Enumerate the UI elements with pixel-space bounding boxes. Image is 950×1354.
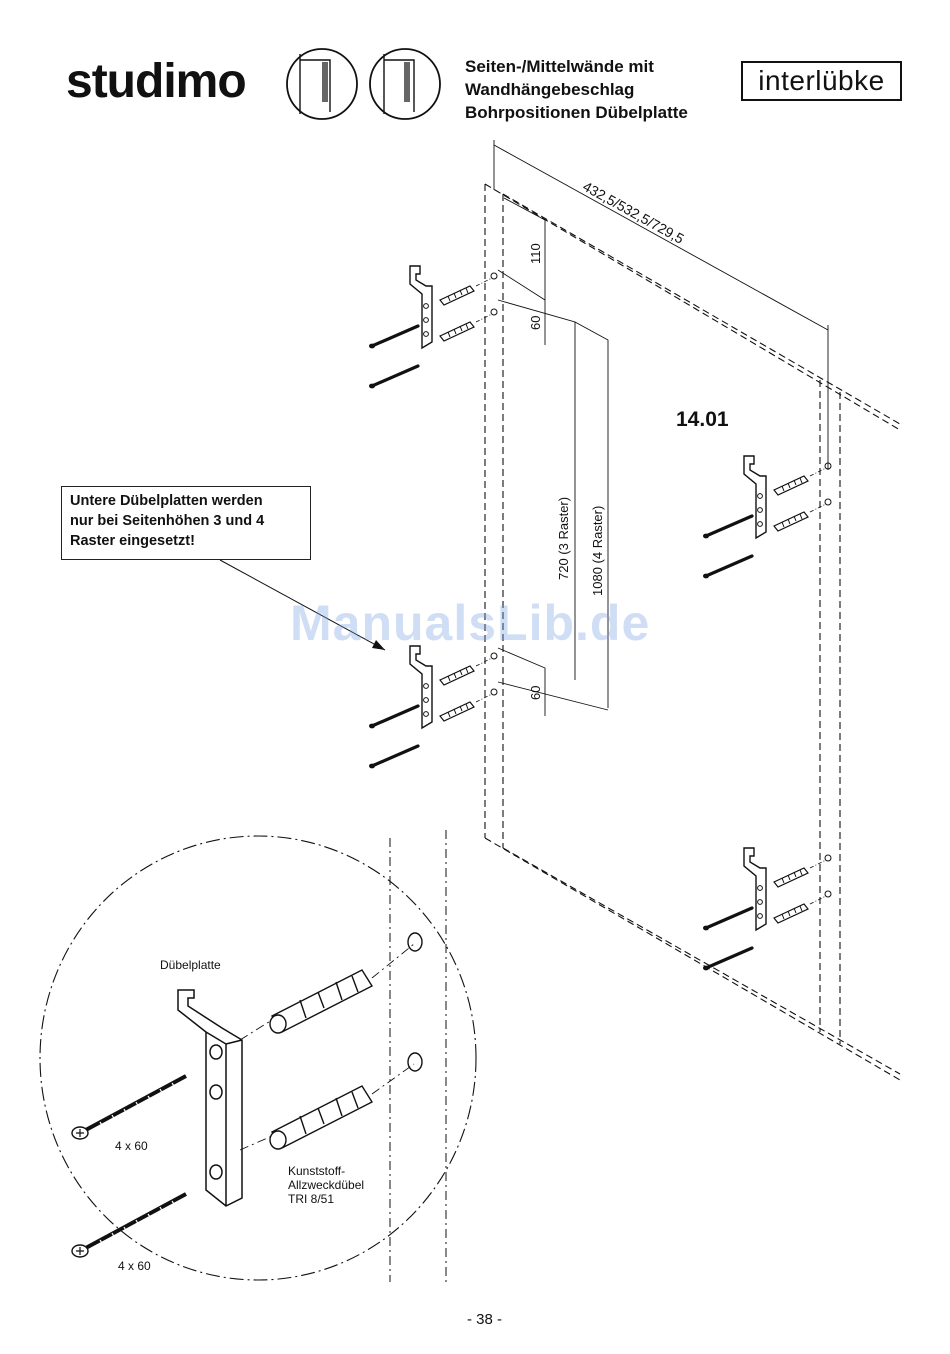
page-title-line-2: Wandhängebeschlag (465, 80, 635, 99)
dowel-plate-label: Dübelplatte (160, 958, 221, 972)
dimension-lines (493, 140, 829, 716)
detail-screws (71, 1074, 187, 1258)
note-box: Untere Dübelplatten werden nur bei Seite… (61, 486, 311, 560)
note-line-2: nur bei Seitenhöhen 3 und 4 (70, 513, 265, 529)
page-title-line-3: Bohrpositionen Dübelplatte (465, 103, 688, 122)
profile-icon-right (369, 48, 441, 120)
brand-logo: interlübke (741, 61, 902, 101)
brand-title: studimo (66, 55, 247, 108)
note-leader-line (219, 559, 386, 651)
detail-hole-bottom (407, 1052, 423, 1072)
page-title-line-1: Seiten-/Mittelwände mit (465, 57, 654, 76)
detail-hole-top (407, 932, 423, 952)
note-line-1: Untere Dübelplatten werden (70, 493, 263, 509)
note-line-3: Raster eingesetzt! (70, 533, 195, 549)
page-number: - 38 - (467, 1311, 503, 1328)
dowel-label-line-1: Kunststoff- (288, 1164, 346, 1178)
dowel-label: Kunststoff- Allzweckdübel TRI 8/51 (288, 1164, 364, 1206)
detail-panel-edge (389, 830, 447, 1282)
detail-axis-lines (239, 943, 415, 1151)
dowel-label-line-2: Allzweckdübel (288, 1178, 365, 1192)
screw-label-1: 4 x 60 (115, 1139, 148, 1153)
watermark: ManualsLib.de (290, 595, 651, 651)
panel-outline (484, 183, 901, 1081)
screw-label-2: 4 x 60 (118, 1259, 151, 1273)
detail-circle (39, 835, 477, 1281)
profile-icon-left (286, 48, 358, 120)
detail-dowels (269, 969, 373, 1150)
detail-dowel-plate (177, 989, 243, 1207)
section-number: 14.01 (676, 408, 729, 431)
dowel-label-line-3: TRI 8/51 (288, 1192, 335, 1206)
